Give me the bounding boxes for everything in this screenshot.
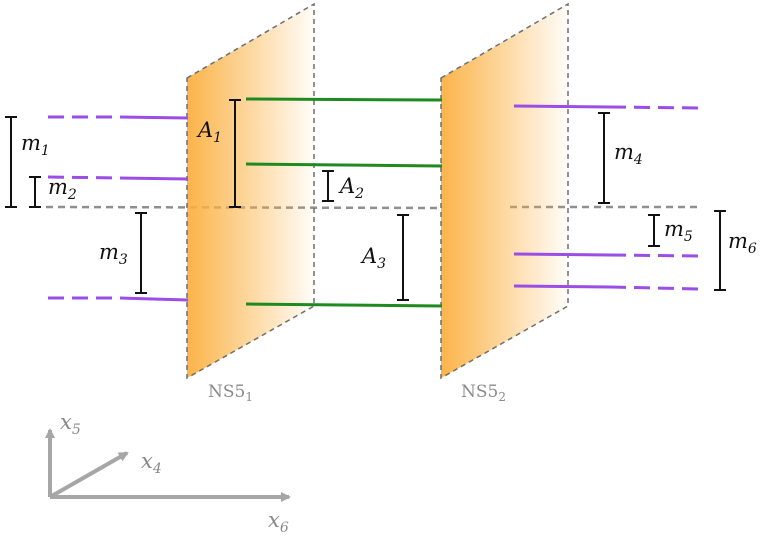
color-branes — [245, 97, 443, 308]
baseline-dashed — [45, 205, 700, 210]
ns5-brane-1 — [186, 2, 315, 380]
axis-label-x5: x5 — [60, 410, 81, 438]
label-ns5-2: NS52 — [461, 382, 506, 404]
axis-x4-arrow — [49, 451, 129, 499]
label-m6: m6 — [728, 229, 757, 257]
axis-label-x6: x6 — [268, 508, 289, 536]
label-m3: m3 — [99, 240, 128, 268]
label-m2: m2 — [48, 175, 77, 203]
axis-label-x4: x4 — [141, 449, 162, 477]
label-m5: m5 — [664, 217, 693, 245]
label-m1: m1 — [21, 131, 50, 159]
left-flavor-branes — [47, 115, 189, 302]
label-ns5-1: NS51 — [208, 382, 253, 404]
distance-brackets — [5, 99, 726, 301]
label-A1: A1 — [196, 118, 222, 146]
label-A3: A3 — [360, 244, 386, 272]
right-flavor-branes — [513, 104, 701, 291]
coordinate-axes — [45, 428, 291, 502]
ns5-brane-2 — [440, 2, 569, 380]
label-A2: A2 — [338, 174, 364, 202]
label-m4: m4 — [614, 140, 643, 168]
